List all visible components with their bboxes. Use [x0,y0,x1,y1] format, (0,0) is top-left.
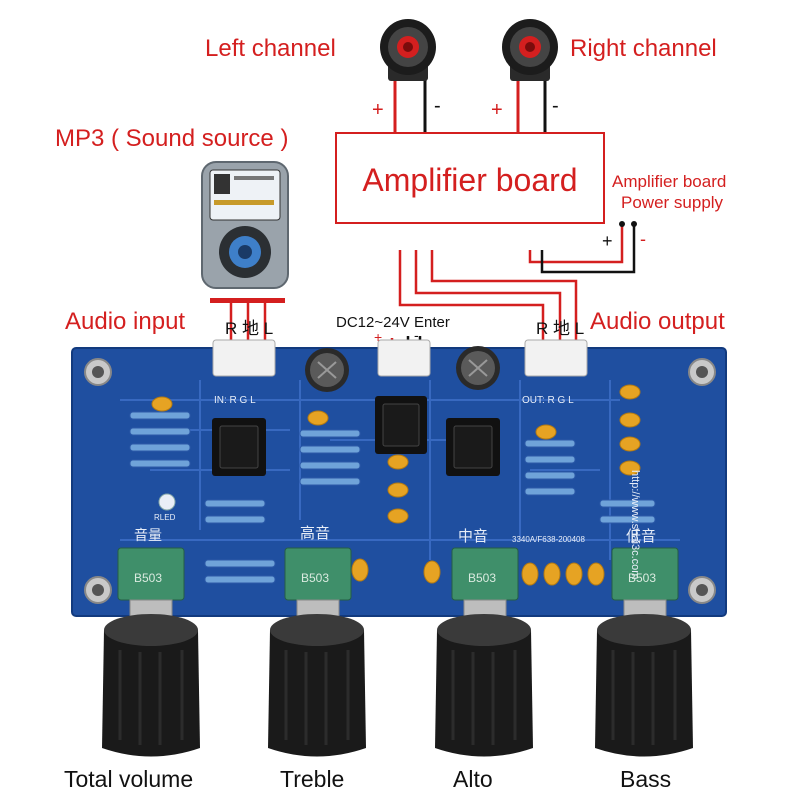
left-channel-label: Left channel [205,35,336,62]
pot-value-volume: B503 [134,571,163,585]
pcb-treble-cn: 高音 [300,525,331,542]
total-volume-label: Total volume [64,766,194,792]
pcb-alto-cn: 中音 [458,528,489,545]
dc-plus-sign: + [374,329,383,345]
mp3-player-icon [201,161,289,289]
audio-input-label: Audio input [65,308,186,335]
mp3-source-label: MP3 ( Sound source ) [55,125,289,152]
pcb-volume-cn: 音量 [134,527,162,543]
output-pins-label: R 地 L [536,319,585,338]
pcb-out-header: OUT: R G L [522,395,574,406]
right-channel-label: Right channel [570,35,717,62]
left-minus-sign: - [434,95,441,117]
power-minus-sign: - [640,229,646,249]
amplifier-board-box: Amplifier board [335,132,605,224]
pot-value-bass: B503 [628,571,657,585]
power-plus-sign: + [602,231,613,251]
input-pins-label: R 地 L [225,319,274,338]
amplifier-board-label: Amplifier board [362,162,578,198]
pcb-led-label: RLED [154,513,176,522]
right-plus-sign: + [491,99,503,121]
amp-power-label-line2: Power supply [621,193,724,212]
left-plus-sign: + [372,99,384,121]
speaker-icon [502,19,558,81]
dc-input-label: DC12~24V Enter [336,314,450,331]
pcb-bass-cn: 低音 [626,528,657,545]
led-indicator [158,493,176,511]
dc-minus-sign: - [414,327,419,343]
alto-label: Alto [453,766,493,792]
pcb-url: http://www.shai3c.com [629,470,641,580]
audio-output-label: Audio output [590,308,725,335]
speaker-icon [380,19,436,81]
pcb-board-code: 3340A/F638-200408 [512,535,585,544]
treble-label: Treble [280,766,345,792]
pot-value-treble: B503 [301,571,330,585]
amp-power-label-line1: Amplifier board [612,172,727,191]
right-minus-sign: - [552,95,559,117]
pot-value-alto: B503 [468,571,497,585]
bass-label: Bass [620,766,672,792]
pcb-in-header: IN: R G L [214,395,256,406]
